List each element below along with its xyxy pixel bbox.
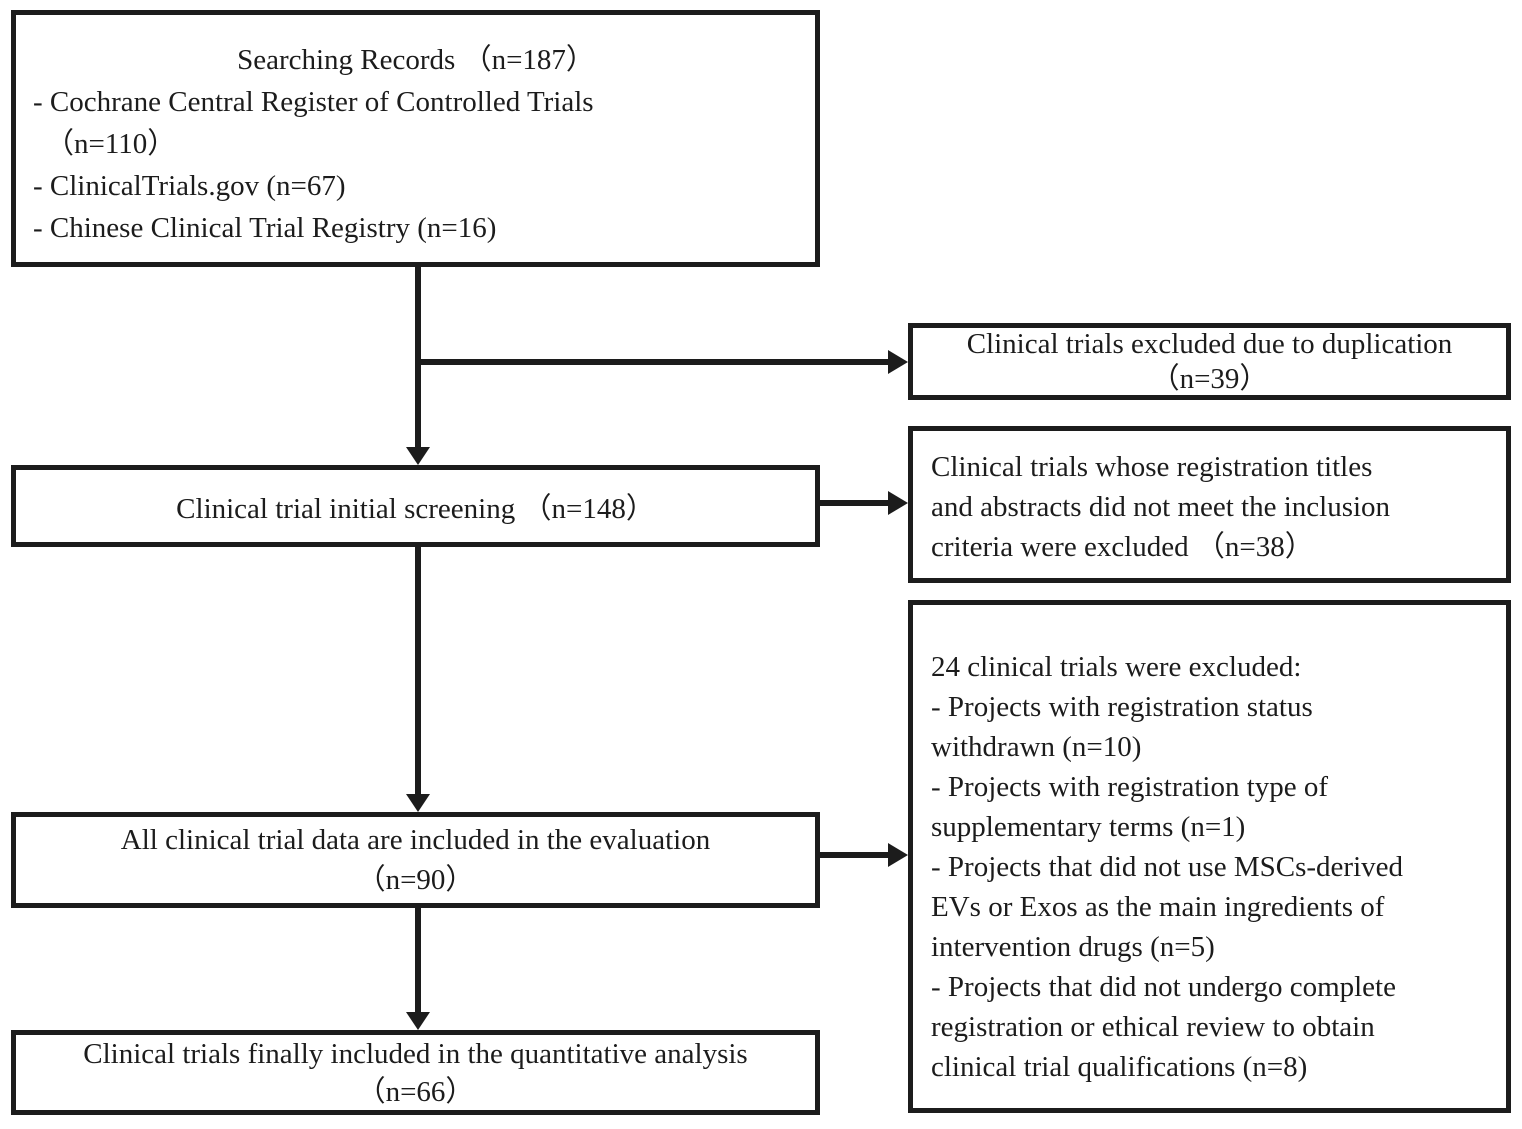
- source-clinicaltrials: - ClinicalTrials.gov (n=67): [33, 170, 346, 202]
- final-included-text: Clinical trials finally included in the …: [83, 1037, 748, 1070]
- arrowhead-down-icon: [406, 1012, 430, 1030]
- excluded-reason-line: registration or ethical review to obtain: [931, 1011, 1375, 1043]
- connector-branch-to-duplication: [418, 359, 890, 365]
- excluded-reason-line: EVs or Exos as the main ingredients of: [931, 891, 1385, 923]
- excluded-reason-line: clinical trial qualifications (n=8): [931, 1051, 1308, 1083]
- arrowhead-down-icon: [406, 794, 430, 812]
- duplication-excluded-count: （n=39）: [1150, 362, 1269, 395]
- titles-excluded-line: and abstracts did not meet the inclusion: [931, 491, 1391, 523]
- connector-evaluation-to-final: [415, 908, 421, 1012]
- titles-excluded-line: Clinical trials whose registration title…: [931, 451, 1373, 483]
- arrowhead-down-icon: [406, 447, 430, 465]
- titles-abstracts-excluded-box: Clinical trials whose registration title…: [908, 426, 1511, 583]
- source-cochrane-count: （n=110）: [45, 128, 177, 160]
- searching-records-box: Searching Records （n=187） - Cochrane Cen…: [11, 10, 820, 267]
- connector-evaluation-to-excluded: [820, 852, 890, 858]
- evaluation-box: All clinical trial data are included in …: [11, 812, 820, 908]
- searching-records-title: Searching Records （n=187）: [237, 44, 595, 76]
- excluded-reason-line: intervention drugs (n=5): [931, 931, 1215, 963]
- twenty-four-excluded-box: 24 clinical trials were excluded: - Proj…: [908, 600, 1511, 1113]
- source-chinese-registry: - Chinese Clinical Trial Registry (n=16): [33, 212, 497, 244]
- duplication-excluded-text: Clinical trials excluded due to duplicat…: [966, 327, 1453, 360]
- excluded-reason-line: withdrawn (n=10): [931, 731, 1142, 763]
- connector-searching-to-screening: [415, 265, 421, 447]
- excluded-reason-line: - Projects with registration status: [931, 691, 1313, 723]
- evaluation-count: （n=90）: [356, 864, 475, 896]
- titles-excluded-line: criteria were excluded （n=38）: [931, 531, 1314, 563]
- initial-screening-box: Clinical trial initial screening （n=148）: [11, 465, 820, 547]
- excluded-reason-line: - Projects that did not undergo complete: [931, 971, 1396, 1003]
- excluded-header: 24 clinical trials were excluded:: [931, 651, 1302, 683]
- initial-screening-text: Clinical trial initial screening （n=148）: [176, 493, 655, 525]
- excluded-reason-line: - Projects with registration type of: [931, 771, 1329, 803]
- arrowhead-right-icon: [888, 350, 908, 374]
- final-included-count: （n=66）: [356, 1075, 475, 1108]
- arrowhead-right-icon: [888, 843, 908, 867]
- evaluation-text: All clinical trial data are included in …: [120, 824, 711, 856]
- source-cochrane: - Cochrane Central Register of Controlle…: [33, 86, 594, 118]
- duplication-excluded-box: Clinical trials excluded due to duplicat…: [908, 323, 1511, 400]
- arrowhead-right-icon: [888, 491, 908, 515]
- final-included-box: Clinical trials finally included in the …: [11, 1030, 820, 1115]
- excluded-reason-line: supplementary terms (n=1): [931, 811, 1246, 843]
- connector-screening-to-titles: [820, 500, 890, 506]
- connector-screening-to-evaluation: [415, 547, 421, 794]
- excluded-reason-line: - Projects that did not use MSCs-derived: [931, 851, 1404, 883]
